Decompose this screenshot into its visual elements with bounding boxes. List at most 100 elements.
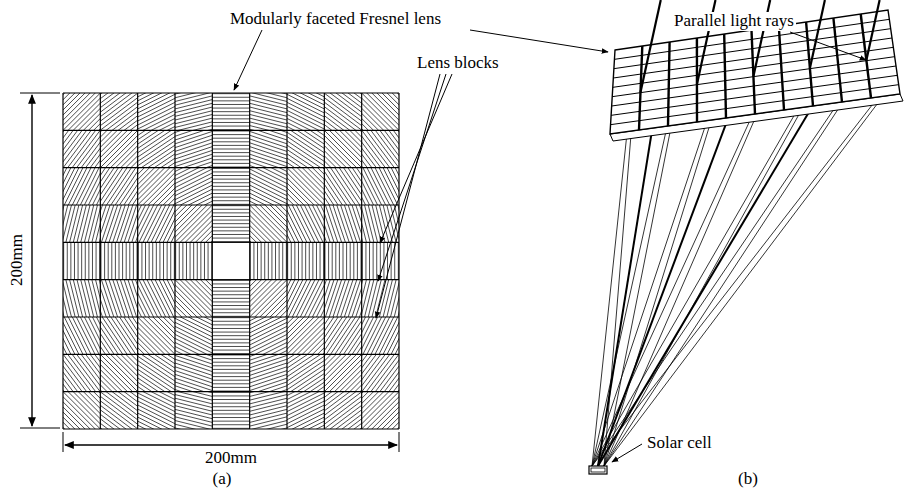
facet-line	[375, 168, 399, 205]
facet-line	[175, 93, 212, 107]
facet-line	[71, 392, 100, 421]
facet-line	[63, 168, 77, 205]
refracted-ray-bold	[598, 97, 818, 466]
block-border	[63, 167, 399, 168]
dimension-label: 200mm	[203, 449, 259, 468]
facet-line	[287, 317, 316, 346]
facet-line	[392, 280, 399, 317]
lens-block	[100, 280, 137, 317]
lens-block	[175, 93, 212, 130]
lens-block	[100, 354, 137, 391]
facet-line	[175, 205, 212, 242]
facet-line	[212, 209, 249, 210]
facet-line	[175, 205, 207, 237]
lens-block	[175, 205, 212, 242]
facet-line	[362, 354, 387, 391]
facet-line	[287, 168, 324, 205]
lens-block	[212, 280, 249, 317]
leader-line	[790, 32, 866, 60]
facet-line	[212, 216, 249, 217]
facet-line	[175, 283, 209, 317]
facet-line	[287, 130, 324, 156]
facet-line	[81, 134, 101, 167]
facet-line	[287, 317, 324, 354]
facet-line	[212, 230, 249, 231]
facet-line	[193, 242, 194, 279]
facet-line	[212, 362, 249, 363]
facet-line	[212, 287, 249, 288]
facet-line	[260, 205, 287, 232]
lens-block	[324, 130, 361, 167]
facet-line	[287, 357, 324, 392]
facet-line	[345, 168, 362, 204]
facet-line	[330, 317, 362, 354]
facet-line	[212, 369, 249, 370]
refracted-ray-bold	[598, 109, 732, 466]
facet-line	[175, 157, 212, 168]
facet-line	[212, 179, 249, 180]
lens-block	[63, 354, 100, 391]
facet-line	[328, 409, 361, 429]
block-border	[63, 242, 399, 243]
facet-line	[100, 318, 117, 354]
facet-line	[324, 93, 361, 127]
facet-line	[345, 318, 362, 354]
facet-line	[100, 355, 137, 392]
facet-line	[388, 280, 399, 317]
facet-line	[250, 93, 287, 107]
facet-line	[382, 317, 399, 354]
facet-line	[159, 242, 160, 279]
facet-line	[324, 130, 361, 167]
facet-line	[175, 408, 212, 427]
facet-line	[212, 115, 249, 116]
facet-line	[119, 242, 120, 279]
facet-line	[112, 317, 138, 354]
lens-block	[100, 93, 137, 130]
facet-line	[212, 309, 249, 310]
facet-line	[250, 411, 287, 429]
facet-line	[287, 372, 324, 392]
facet-line	[63, 392, 100, 429]
facet-line	[186, 242, 187, 279]
facet-line	[333, 317, 362, 354]
facet-line	[175, 143, 212, 167]
facet-line	[347, 205, 361, 242]
facet-line	[212, 197, 249, 198]
facet-line	[336, 317, 362, 354]
facet-line	[63, 354, 88, 391]
facet-line	[324, 280, 335, 317]
facet-line	[372, 317, 399, 354]
facet-line	[138, 205, 168, 242]
facet-line	[212, 97, 249, 98]
facet-line	[138, 168, 175, 205]
facet-line	[327, 317, 362, 354]
facet-line	[324, 111, 357, 131]
facet-line	[287, 412, 324, 429]
facet-line	[327, 357, 361, 391]
facet-line	[212, 186, 249, 187]
facet-line	[381, 280, 399, 317]
block-border	[668, 42, 670, 126]
facet-line	[146, 317, 175, 346]
facet-line	[250, 130, 287, 144]
facet-line	[367, 93, 399, 125]
lens-block	[175, 317, 212, 354]
facet-line	[351, 280, 362, 317]
facet-line	[96, 242, 97, 279]
facet-line	[290, 320, 324, 354]
facet-line	[212, 395, 249, 396]
facet-line	[200, 242, 201, 279]
facet-line	[138, 93, 175, 123]
facet-line	[129, 242, 130, 279]
facet-line	[324, 354, 353, 383]
facet-line	[138, 130, 175, 162]
facet-line	[138, 130, 175, 165]
facet-line	[250, 377, 287, 391]
facet-line	[294, 205, 324, 242]
facet-line	[175, 93, 212, 111]
facet-line	[63, 93, 100, 130]
block-border	[63, 316, 399, 317]
facet-line	[175, 205, 202, 232]
facet-line	[110, 205, 135, 242]
facet-line	[63, 317, 93, 354]
